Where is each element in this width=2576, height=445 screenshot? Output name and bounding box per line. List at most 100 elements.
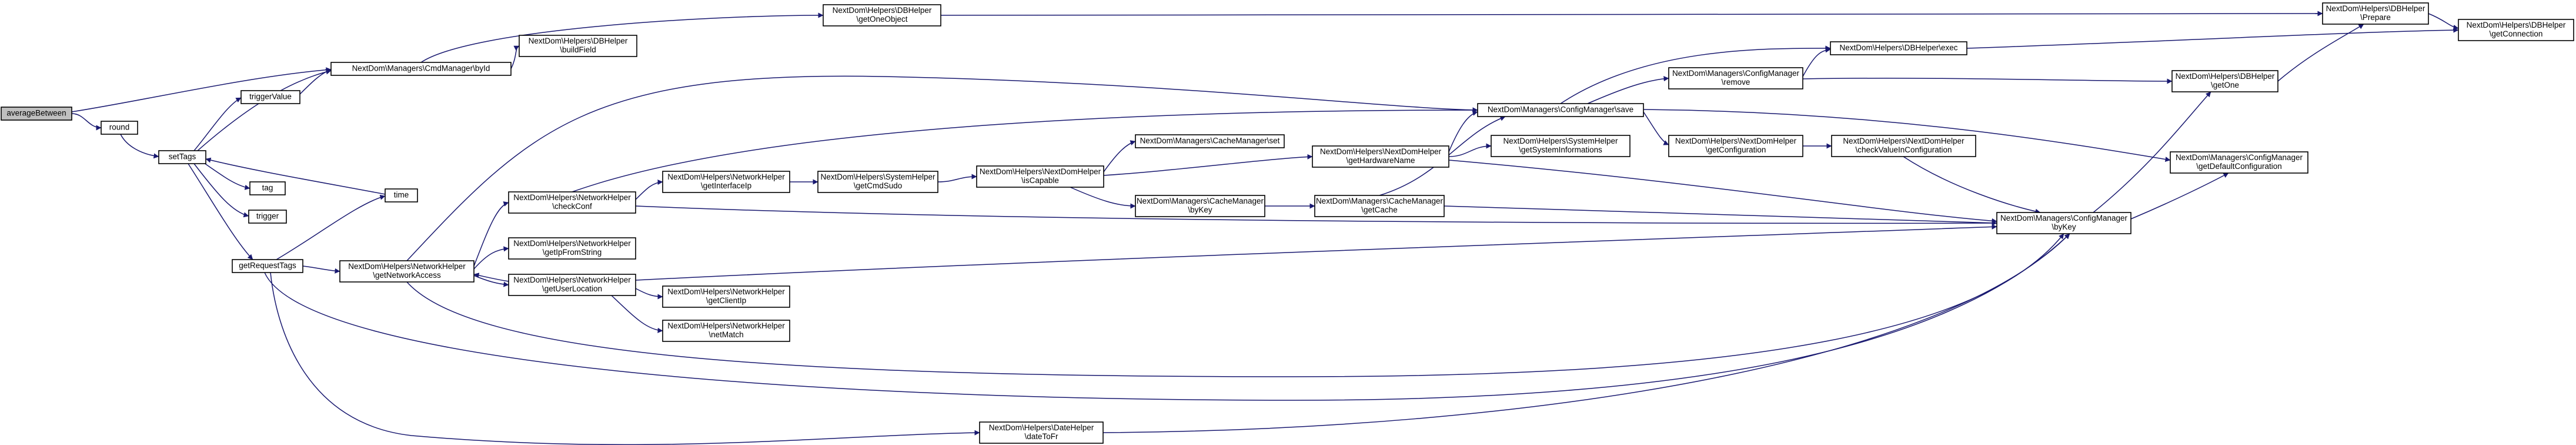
node-net-match[interactable]: NextDom\Helpers\NetworkHelper\netMatch (662, 320, 790, 342)
edge-line (1103, 140, 1136, 172)
edge-date-to-fr-to-config-by-key (1102, 233, 2070, 433)
node-save[interactable]: NextDom\Managers\ConfigManager\save (1477, 103, 1644, 117)
node-box (158, 150, 206, 164)
node-box (2171, 70, 2278, 92)
edge-trigger-value-to-by-id (299, 68, 332, 95)
node-get-one-object[interactable]: NextDom\Helpers\DBHelper\getOneObject (823, 4, 941, 26)
node-check-conf[interactable]: NextDom\Helpers\NetworkHelper\checkConf (508, 191, 636, 214)
node-label: \getClientIp (706, 296, 746, 305)
edge-save-to-exec (1560, 45, 1831, 104)
node-label: \netMatch (709, 330, 743, 339)
node-label: \getCmdSudo (854, 181, 903, 190)
node-get-network-access[interactable]: NextDom\Helpers\NetworkHelper\getNetwork… (339, 260, 475, 283)
node-box (979, 421, 1104, 444)
node-date-to-fr[interactable]: NextDom\Helpers\DateHelper\dateToFr (979, 421, 1104, 444)
edge-line (1444, 205, 1997, 226)
node-cache-by-key[interactable]: NextDom\Managers\CacheManager\byKey (1135, 195, 1265, 217)
node-label: \byKey (1188, 205, 1212, 214)
node-label: NextDom\Managers\CacheManager (1137, 197, 1264, 205)
node-get-cache[interactable]: NextDom\Managers\CacheManager\getCache (1314, 195, 1445, 217)
edge-get-cmd-sudo-to-is-capable (937, 174, 977, 182)
node-label: \getConfiguration (1706, 145, 1766, 154)
edge-get-user-location-to-config-by-key (635, 224, 1997, 281)
node-trigger-value[interactable]: triggerValue (240, 90, 300, 104)
node-get-ip-from-string[interactable]: NextDom\Helpers\NetworkHelper\getIpFromS… (508, 237, 636, 260)
node-get-default-configuration[interactable]: NextDom\Managers\ConfigManager\getDefaul… (2170, 151, 2308, 174)
node-label: getRequestTags (239, 261, 296, 270)
edge-line (1587, 76, 1669, 104)
node-label: \dateToFr (1024, 432, 1058, 441)
edge-check-conf-to-get-interface-ip (635, 180, 663, 200)
edge-save-to-get-configuration (1643, 111, 1669, 145)
node-box (976, 165, 1104, 188)
edge-line (193, 97, 242, 151)
node-time[interactable]: time (385, 188, 418, 202)
edge-line (2428, 13, 2459, 30)
edge-line (1448, 160, 1997, 224)
node-check-value-in-configuration[interactable]: NextDom\Helpers\NextDomHelper\checkValue… (1831, 135, 1976, 157)
node-prepare[interactable]: NextDom\Helpers\DBHelper\Prepare (2322, 2, 2429, 25)
node-label: NextDom\Managers\ConfigManager (2176, 153, 2303, 162)
node-exec[interactable]: NextDom\Helpers\DBHelper\exec (1830, 41, 1967, 55)
node-is-capable[interactable]: NextDom\Helpers\NextDomHelper\isCapable (976, 165, 1104, 188)
edge-line (71, 67, 332, 112)
edge-line (276, 194, 386, 260)
node-get-cmd-sudo[interactable]: NextDom\Helpers\SystemHelper\getCmdSudo (817, 171, 938, 193)
node-box (662, 285, 790, 308)
node-get-interface-ip[interactable]: NextDom\Helpers\NetworkHelper\getInterfa… (662, 171, 790, 193)
node-label: NextDom\Helpers\DBHelper (833, 6, 932, 15)
node-label: trigger (256, 212, 279, 221)
edge-get-request-tags-to-config-by-key (264, 233, 2070, 401)
node-get-configuration[interactable]: NextDom\Helpers\NextDomHelper\getConfigu… (1668, 135, 1803, 157)
node-remove[interactable]: NextDom\Managers\ConfigManager\remove (1668, 67, 1803, 89)
node-get-connection[interactable]: NextDom\Helpers\DBHelper\getConnection (2458, 19, 2574, 41)
edge-line (1448, 143, 1492, 157)
node-get-request-tags[interactable]: getRequestTags (232, 259, 303, 273)
edge-line (940, 11, 2323, 16)
node-label: \isCapable (1021, 176, 1059, 185)
node-set-tags[interactable]: setTags (158, 150, 206, 164)
edge-round-to-set-tags (120, 134, 159, 159)
node-label: \Prepare (2360, 13, 2391, 22)
edge-get-user-location-to-get-network-access (473, 273, 509, 282)
node-get-system-informations[interactable]: NextDom\Helpers\SystemHelper\getSystemIn… (1491, 135, 1631, 157)
node-get-user-location[interactable]: NextDom\Helpers\NetworkHelper\getUserLoc… (508, 274, 636, 296)
node-tag[interactable]: tag (249, 181, 286, 195)
edge-get-hardware-name-to-save (1448, 110, 1478, 152)
edge-line (635, 180, 663, 200)
node-label: NextDom\Helpers\DBHelper\exec (1839, 44, 1957, 52)
node-label: NextDom\Helpers\NetworkHelper (667, 287, 785, 296)
node-get-client-ip[interactable]: NextDom\Helpers\NetworkHelper\getClientI… (662, 285, 790, 308)
edge-remove-to-get-one (1802, 78, 2173, 84)
node-get-hardware-name[interactable]: NextDom\Helpers\NextDomHelper\getHardwar… (1312, 145, 1449, 168)
node-round[interactable]: round (101, 121, 138, 135)
node-by-id[interactable]: NextDom\Managers\CmdManager\byId (330, 62, 512, 76)
edge-line (937, 174, 977, 182)
edge-line (264, 233, 2070, 401)
node-config-by-key[interactable]: NextDom\Managers\ConfigManager\byKey (1996, 212, 2131, 234)
node-box (2322, 2, 2429, 25)
edge-is-capable-to-get-hardware-name (1103, 154, 1313, 176)
edge-config-by-key-to-get-one (2093, 91, 2211, 213)
node-box (508, 237, 636, 260)
edge-save-to-remove (1587, 76, 1669, 104)
node-average-between[interactable]: averageBetween (1, 107, 72, 121)
node-cache-set[interactable]: NextDom\Managers\CacheManager\set (1135, 134, 1285, 148)
node-trigger[interactable]: trigger (248, 210, 287, 224)
edge-line (1802, 47, 1831, 77)
edge-line (473, 246, 509, 270)
edge-line (1643, 111, 1669, 145)
node-get-one[interactable]: NextDom\Helpers\DBHelper\getOne (2171, 70, 2278, 92)
node-label: \getInterfaceIp (701, 181, 751, 190)
node-box (823, 4, 941, 26)
node-build-field[interactable]: NextDom\Helpers\DBHelper\buildField (519, 35, 637, 57)
edge-line (2130, 172, 2229, 220)
node-box (2458, 19, 2574, 41)
node-box (240, 90, 300, 104)
node-box (1, 107, 72, 121)
node-box (817, 171, 938, 193)
edge-line (635, 288, 663, 300)
node-box (248, 210, 287, 224)
edge-line (2277, 24, 2364, 82)
